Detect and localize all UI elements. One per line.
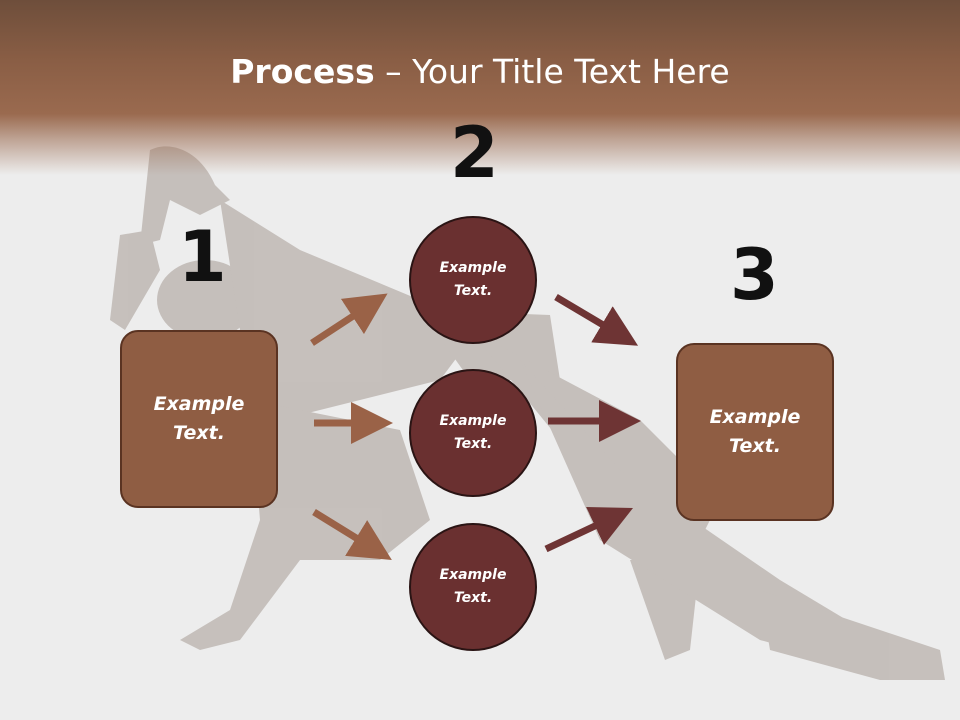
step-1-box: Example Text. (120, 330, 278, 508)
circle-bottom-line2: Text. (453, 590, 493, 606)
arrow-1-to-bottom (312, 509, 392, 561)
title-rest: – Your Title Text Here (374, 52, 730, 91)
arrow-1-to-top (310, 293, 388, 346)
circle-top-line1: Example (439, 260, 507, 276)
circle-top-line2: Text. (453, 283, 493, 299)
step-number-1: 1 (178, 216, 227, 298)
circle-middle-line2: Text. (453, 436, 493, 452)
step-1-box-line2: Text. (173, 422, 225, 444)
step-3-box: Example Text. (676, 343, 834, 521)
step-3-box-line1: Example (709, 406, 801, 428)
step-2-circle-middle: Example Text. (409, 369, 537, 497)
circle-bottom-line1: Example (439, 567, 507, 583)
arrow-top-to-3 (554, 293, 639, 346)
title-bold: Process (230, 52, 375, 91)
circle-middle-line1: Example (439, 413, 507, 429)
arrow-bottom-to-3 (544, 506, 634, 553)
step-number-3: 3 (730, 234, 779, 316)
header-band (0, 0, 960, 175)
step-2-circle-top: Example Text. (409, 216, 537, 344)
step-3-box-line2: Text. (729, 435, 781, 457)
step-1-box-line1: Example (153, 393, 245, 415)
page-title: Process – Your Title Text Here (0, 52, 960, 91)
step-2-circle-bottom: Example Text. (409, 523, 537, 651)
step-number-2: 2 (450, 112, 499, 194)
